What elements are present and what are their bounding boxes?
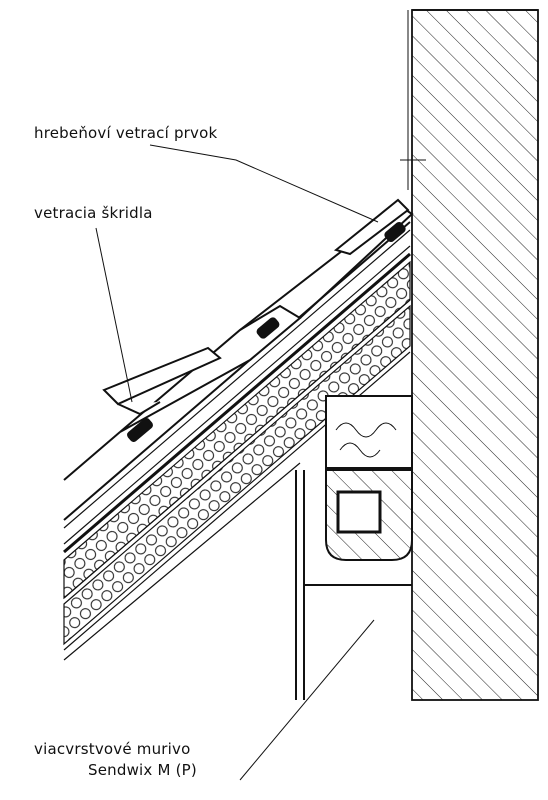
masonry-label-line2: Sendwix M (P) <box>88 761 197 779</box>
masonry-label-line1: viacvrstvové murivo <box>34 740 191 758</box>
roof-layers <box>63 221 411 661</box>
vent-tile-label: vetracia škridla <box>34 204 153 222</box>
ridge-purlin <box>325 395 413 469</box>
vent-tile-shape <box>102 346 222 416</box>
roof-tiles <box>63 198 414 481</box>
ridge-vent-label: hrebeňoví vetrací prvok <box>34 124 218 142</box>
inner-wall <box>295 470 412 700</box>
leader-lines <box>95 144 379 781</box>
tile-clips <box>127 221 406 442</box>
bond-beam <box>325 469 413 561</box>
masonry-wall <box>411 9 539 701</box>
